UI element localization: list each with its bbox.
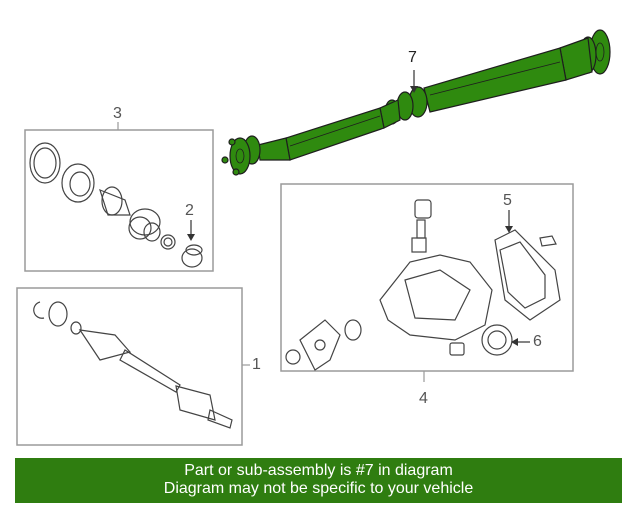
callout-2-arrow [187,234,195,241]
box-part-3 [24,129,214,272]
callout-6: 6 [533,333,542,350]
callout-1: 1 [252,356,261,373]
callout-7-arrow [410,86,418,93]
callout-2: 2 [185,202,194,219]
info-banner: Part or sub-assembly is #7 in diagram Di… [15,458,622,503]
parts-diagram [16,29,611,446]
box-part-1 [16,287,243,446]
box-part-4 [280,183,574,372]
axle-shaft-components[interactable] [33,301,233,429]
differential-components[interactable] [285,199,561,371]
callout-5: 5 [503,192,512,209]
callout-5-arrow [505,226,513,233]
banner-line-2: Diagram may not be specific to your vehi… [163,480,474,497]
banner-line-1: Part or sub-assembly is #7 in diagram [184,462,453,479]
callout-6-arrow [511,338,518,346]
callout-7: 7 [408,49,417,66]
drive-shaft-part-7[interactable] [221,29,611,176]
drive-shaft-details [235,42,605,164]
callout-3: 3 [113,105,122,122]
callout-4: 4 [419,390,428,407]
cv-joint-components[interactable] [29,142,203,268]
